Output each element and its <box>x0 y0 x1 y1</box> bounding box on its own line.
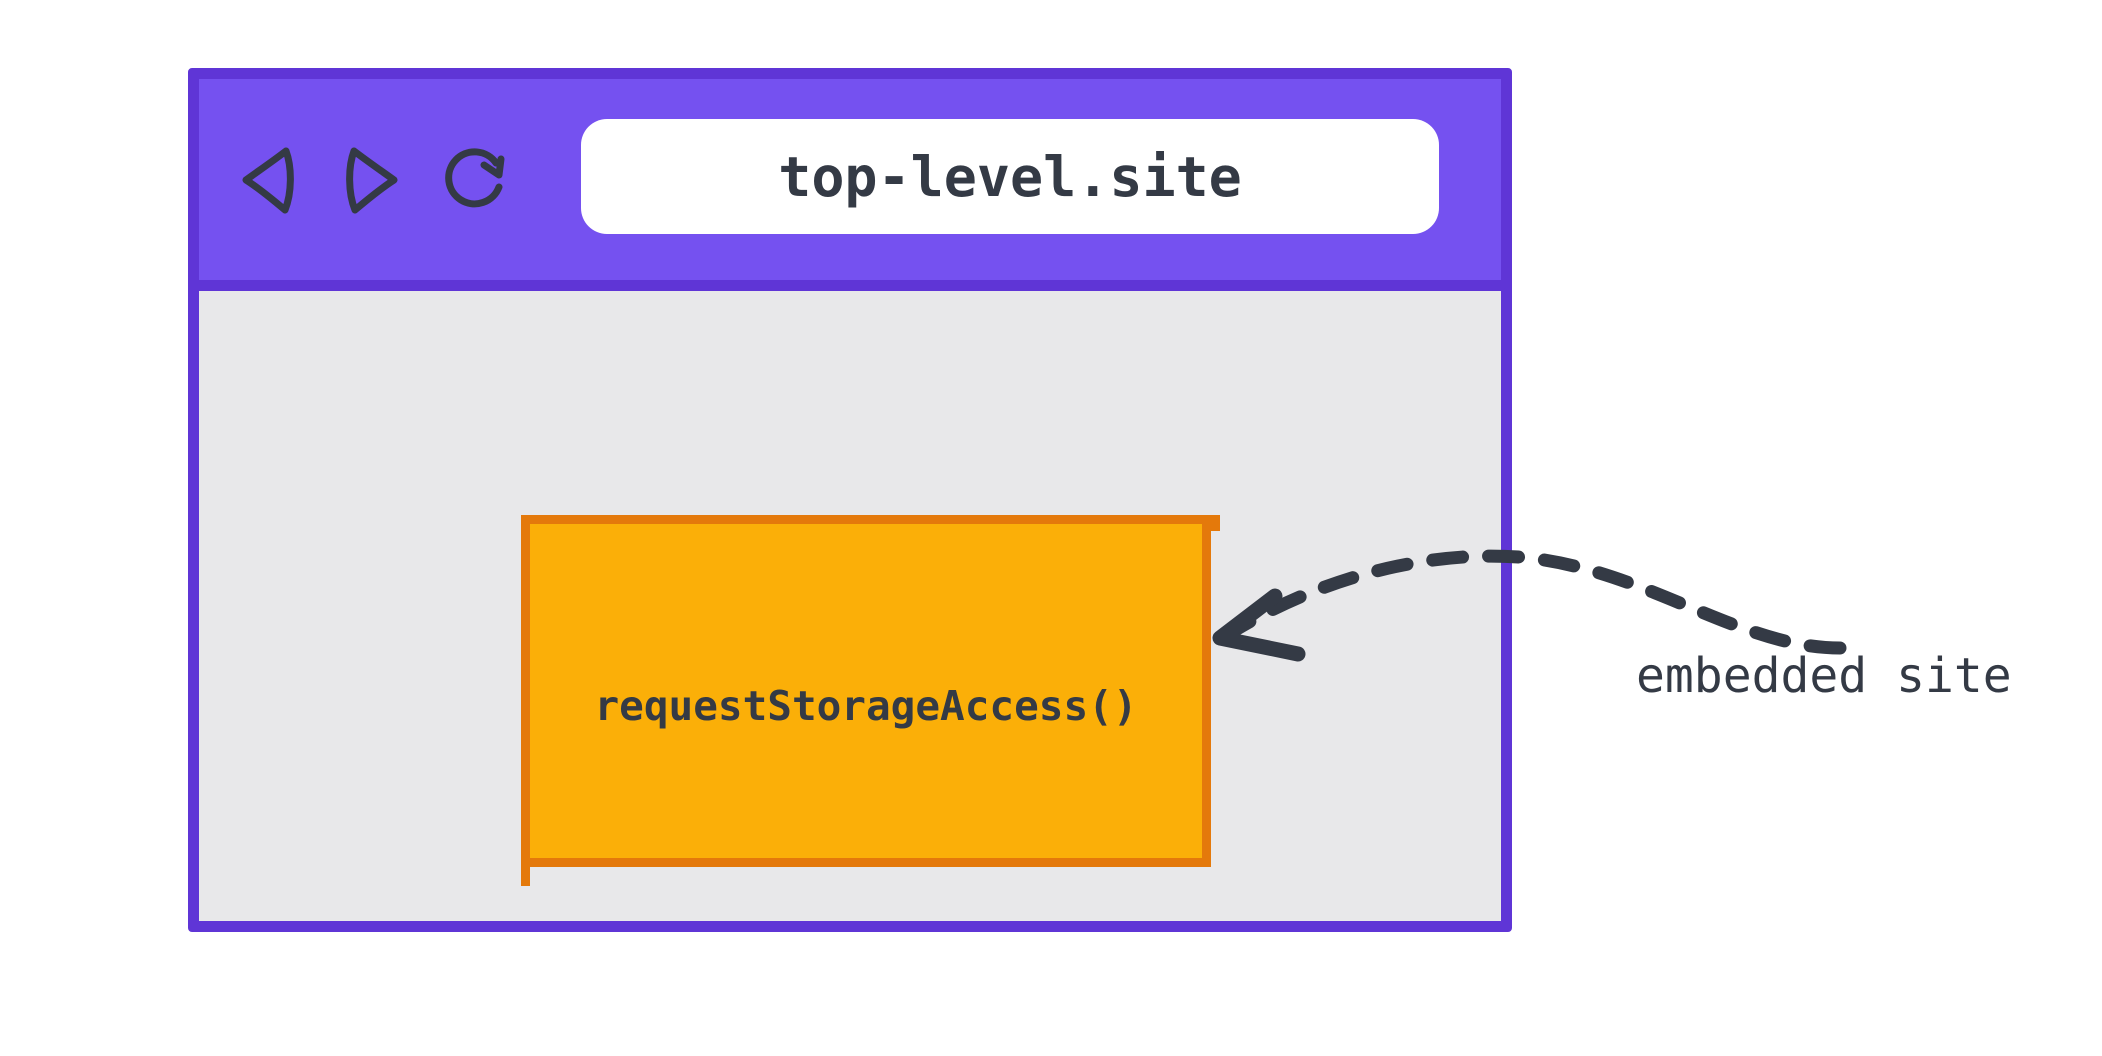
navigation-controls <box>229 141 515 219</box>
embed-sketch-stroke-left <box>521 864 530 886</box>
back-button[interactable] <box>229 141 307 219</box>
embed-sketch-stroke-right <box>1211 515 1220 531</box>
back-triangle-icon <box>242 147 294 213</box>
forward-triangle-icon <box>346 147 398 213</box>
browser-viewport: requestStorageAccess() <box>199 291 1501 921</box>
browser-window: top-level.site requestStorageAccess() <box>188 68 1512 932</box>
embedded-frame[interactable]: requestStorageAccess() <box>521 515 1220 886</box>
browser-toolbar: top-level.site <box>199 79 1501 291</box>
forward-button[interactable] <box>333 141 411 219</box>
embedded-site-annotation-label: embedded site <box>1636 648 2012 704</box>
request-storage-access-label: requestStorageAccess() <box>594 682 1138 730</box>
reload-button[interactable] <box>437 141 515 219</box>
reload-circular-arrow-icon <box>445 147 505 207</box>
url-text: top-level.site <box>778 144 1242 209</box>
url-bar[interactable]: top-level.site <box>581 119 1439 234</box>
